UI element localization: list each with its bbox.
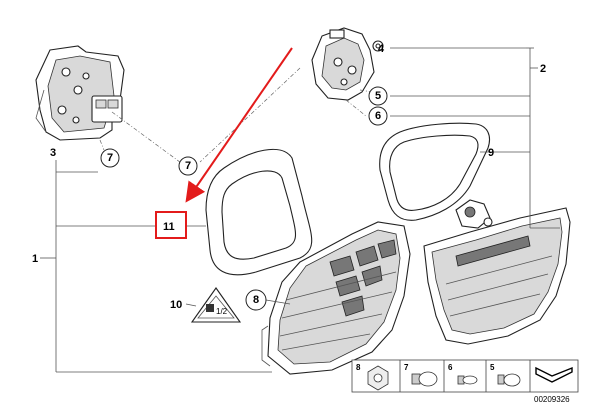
svg-text:7: 7 bbox=[107, 152, 113, 164]
gasket-outer-part[interactable] bbox=[205, 148, 313, 276]
svg-text:8: 8 bbox=[253, 294, 259, 306]
leader-lines bbox=[40, 47, 560, 373]
callout-11-highlighted[interactable]: 11 bbox=[155, 211, 187, 239]
svg-text:6: 6 bbox=[375, 110, 381, 122]
gasket-inner-part[interactable] bbox=[379, 122, 491, 221]
svg-text:5: 5 bbox=[375, 90, 381, 102]
callout-8[interactable]: 8 bbox=[245, 289, 267, 311]
svg-text:8: 8 bbox=[356, 363, 361, 372]
inner-tail-light-part[interactable] bbox=[423, 199, 571, 345]
callout-2[interactable]: 2 bbox=[540, 63, 546, 75]
outer-tail-light-part[interactable] bbox=[261, 221, 411, 375]
legend-item-bracket-symbol bbox=[535, 366, 573, 383]
callout-1[interactable]: 1 bbox=[32, 253, 38, 265]
svg-text:5: 5 bbox=[490, 363, 495, 372]
svg-text:7: 7 bbox=[404, 363, 409, 372]
warning-triangle-part[interactable]: 1/2 bbox=[190, 287, 242, 323]
legend-item-bulb-wedge[interactable]: 6 bbox=[448, 363, 478, 385]
highlight-arrow bbox=[185, 47, 293, 203]
callout-6[interactable]: 6 bbox=[368, 106, 388, 126]
callout-9[interactable]: 9 bbox=[488, 147, 494, 159]
diagram-number: 00209326 bbox=[534, 395, 570, 404]
svg-text:7: 7 bbox=[185, 160, 191, 172]
callout-5[interactable]: 5 bbox=[368, 86, 388, 106]
parts-legend: 8 7 6 5 bbox=[351, 359, 579, 393]
legend-item-bulb-small[interactable]: 5 bbox=[490, 363, 521, 387]
legend-item-nut[interactable]: 8 bbox=[356, 363, 389, 391]
svg-text:6: 6 bbox=[448, 363, 453, 372]
callout-4[interactable]: 4 bbox=[378, 43, 385, 55]
callout-10[interactable]: 10 bbox=[170, 299, 182, 311]
svg-text:11: 11 bbox=[163, 221, 175, 233]
legend-item-bulb-large[interactable]: 7 bbox=[404, 363, 438, 387]
bulb-holder-inner-part[interactable] bbox=[311, 27, 384, 101]
callout-7-left[interactable]: 7 bbox=[100, 148, 120, 168]
callout-3[interactable]: 3 bbox=[50, 147, 56, 159]
bulb-holder-part[interactable] bbox=[35, 45, 125, 141]
callout-7-right[interactable]: 7 bbox=[178, 156, 198, 176]
svg-text:1/2: 1/2 bbox=[216, 307, 228, 316]
